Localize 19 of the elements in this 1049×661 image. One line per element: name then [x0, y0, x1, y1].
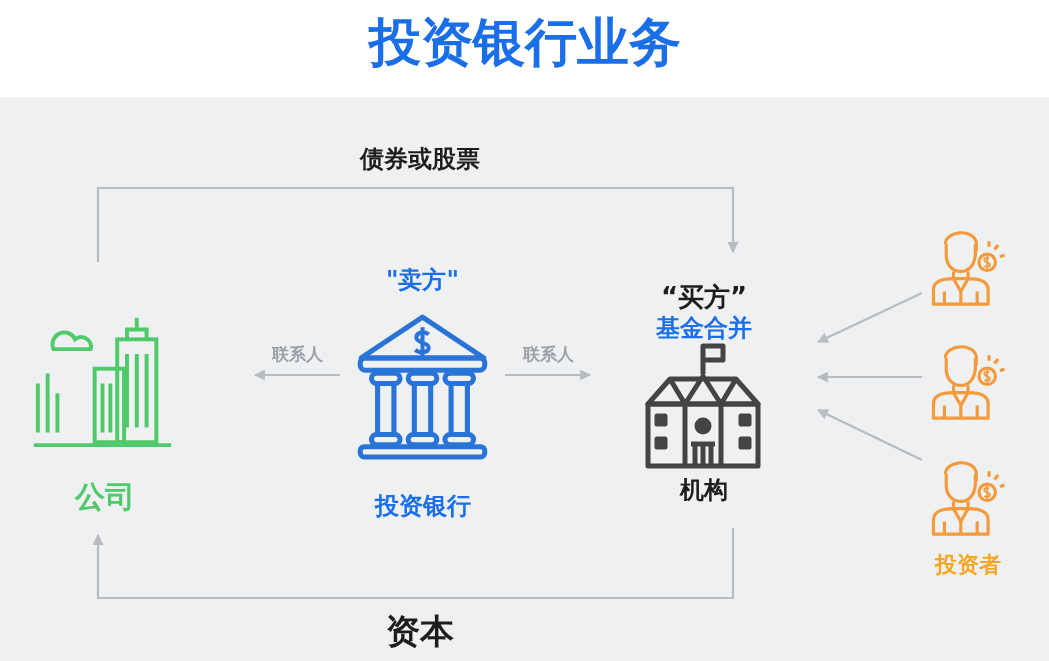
arrow	[505, 369, 592, 381]
arrow	[92, 528, 735, 600]
node-label: 投资者	[933, 551, 1002, 579]
bank-label: 投资银行	[373, 491, 472, 522]
node-subheading: 基金合并	[655, 313, 753, 344]
title: 投资银行业务	[366, 11, 682, 74]
node-heading: “买方”	[659, 281, 749, 314]
arrow	[817, 292, 923, 343]
node-label: 机构	[678, 475, 729, 506]
arrow	[96, 186, 739, 262]
edge-label: 联系人	[521, 343, 575, 366]
arrow	[816, 371, 922, 383]
edge-label: 债券或股票	[358, 144, 481, 175]
arrow	[253, 369, 340, 381]
edge-label: 联系人	[270, 343, 324, 366]
company-label: 公司	[73, 478, 136, 516]
node-heading: "卖方"	[385, 265, 460, 296]
arrow	[817, 409, 923, 461]
edge-label: 资本	[385, 610, 455, 653]
